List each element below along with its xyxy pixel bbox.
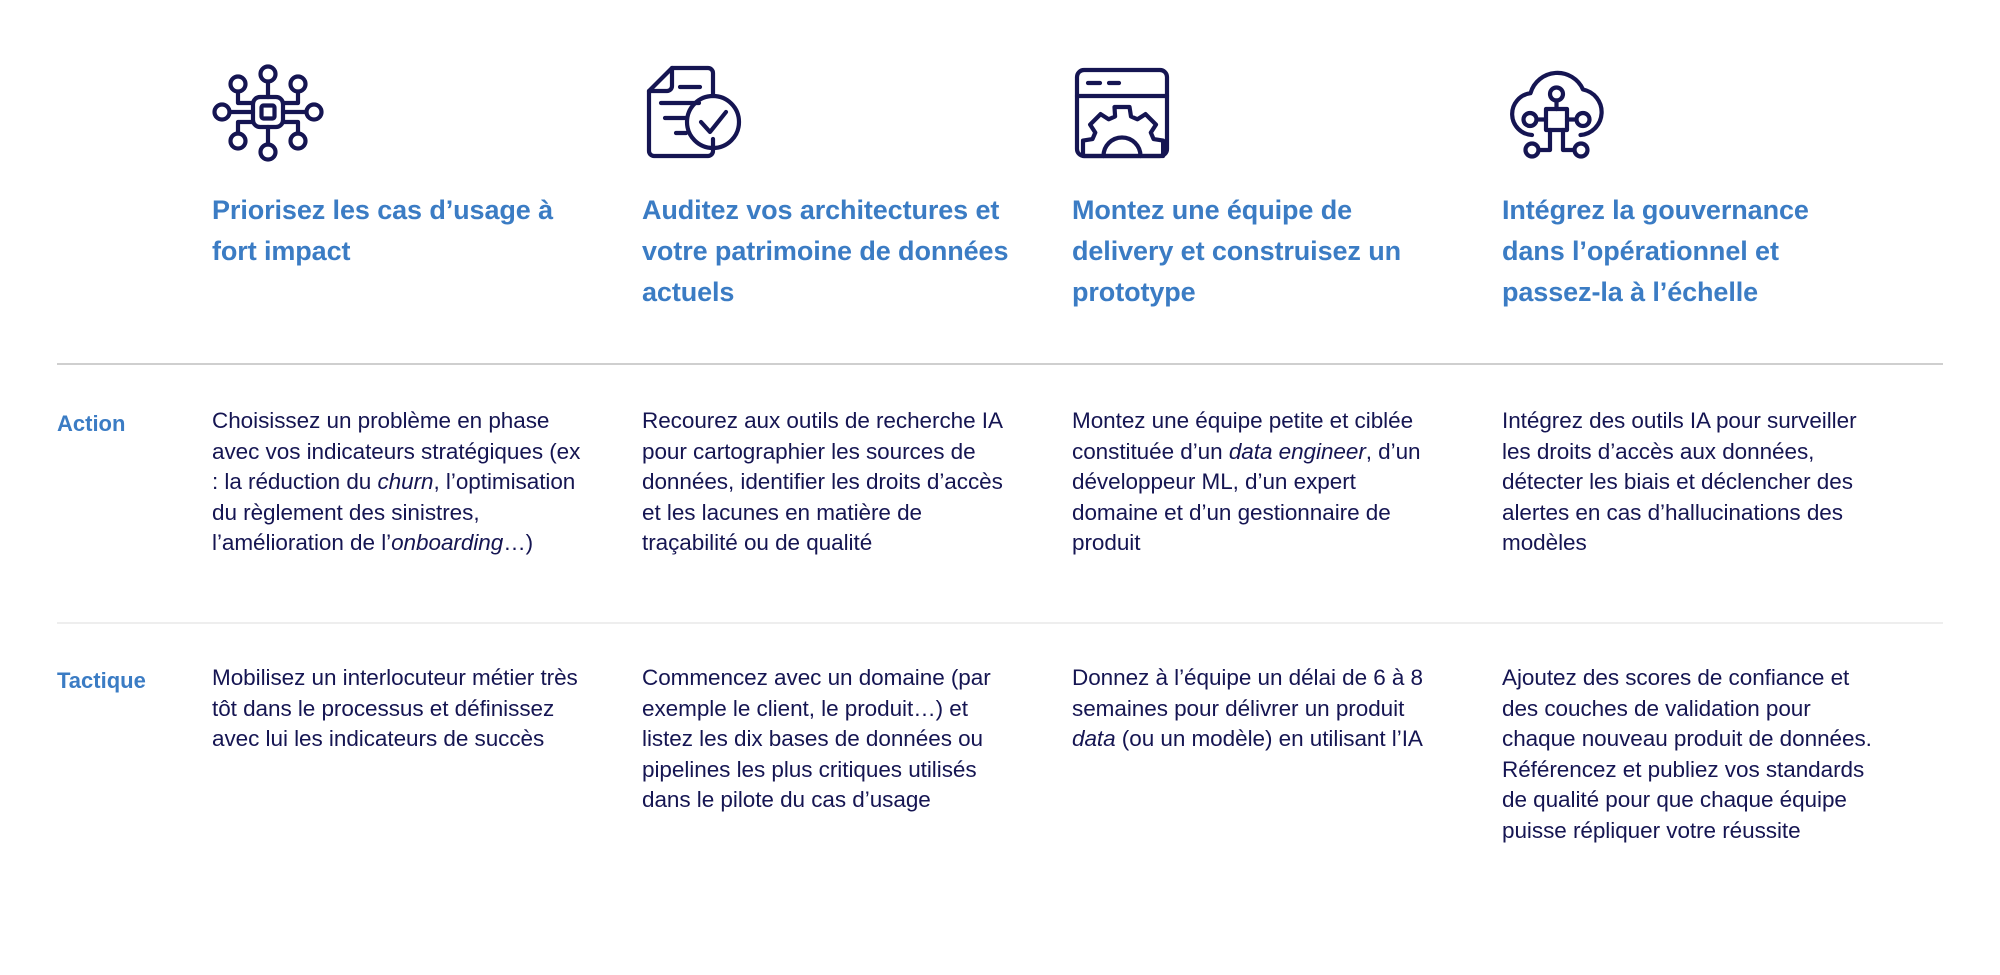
cell-tactique-4: Ajoutez des scores de confiance et des c… — [1502, 665, 1872, 843]
cell-action-2: Recourez aux outils de recherche IA pour… — [642, 408, 1003, 555]
cell-tactique-1: Mobilisez un interlocuteur métier très t… — [212, 665, 578, 751]
row-label-tactique: Tactique — [57, 668, 146, 693]
document-check-icon — [642, 58, 1017, 168]
cell-action-1: Choisissez un problème en phase avec vos… — [212, 408, 581, 555]
cell-tactique-2: Commencez avec un domaine (par exemple l… — [642, 665, 991, 812]
cell-tactique-3: Donnez à l’équipe un délai de 6 à 8 sema… — [1072, 665, 1424, 751]
header-row-label-spacer — [57, 58, 212, 313]
cell-action-4: Intégrez des outils IA pour surveiller l… — [1502, 408, 1857, 555]
column-header-1: Priorisez les cas d’usage à fort impact — [212, 58, 642, 313]
cell-action-3: Montez une équipe petite et ciblée const… — [1072, 408, 1421, 555]
column-title-2: Auditez vos architectures et votre patri… — [642, 195, 1009, 307]
row-label-action: Action — [57, 411, 126, 436]
ai-chip-network-icon — [212, 58, 587, 168]
browser-window-gear-icon — [1072, 58, 1447, 168]
table-header-row: Priorisez les cas d’usage à fort impact … — [0, 0, 2000, 313]
divider-under-headers — [57, 363, 1943, 365]
column-header-4: Intégrez la gouvernance dans l’opération… — [1502, 58, 1932, 313]
column-title-4: Intégrez la gouvernance dans l’opération… — [1502, 195, 1809, 307]
column-title-3: Montez une équipe de delivery et constru… — [1072, 195, 1402, 307]
column-header-3: Montez une équipe de delivery et constru… — [1072, 58, 1502, 313]
column-title-1: Priorisez les cas d’usage à fort impact — [212, 195, 553, 266]
table-row: Tactique Mobilisez un interlocuteur méti… — [0, 663, 2000, 846]
cloud-network-chip-icon — [1502, 58, 1877, 168]
column-header-2: Auditez vos architectures et votre patri… — [642, 58, 1072, 313]
table-row: Action Choisissez un problème en phase a… — [0, 406, 2000, 559]
divider-between-rows — [57, 622, 1943, 624]
